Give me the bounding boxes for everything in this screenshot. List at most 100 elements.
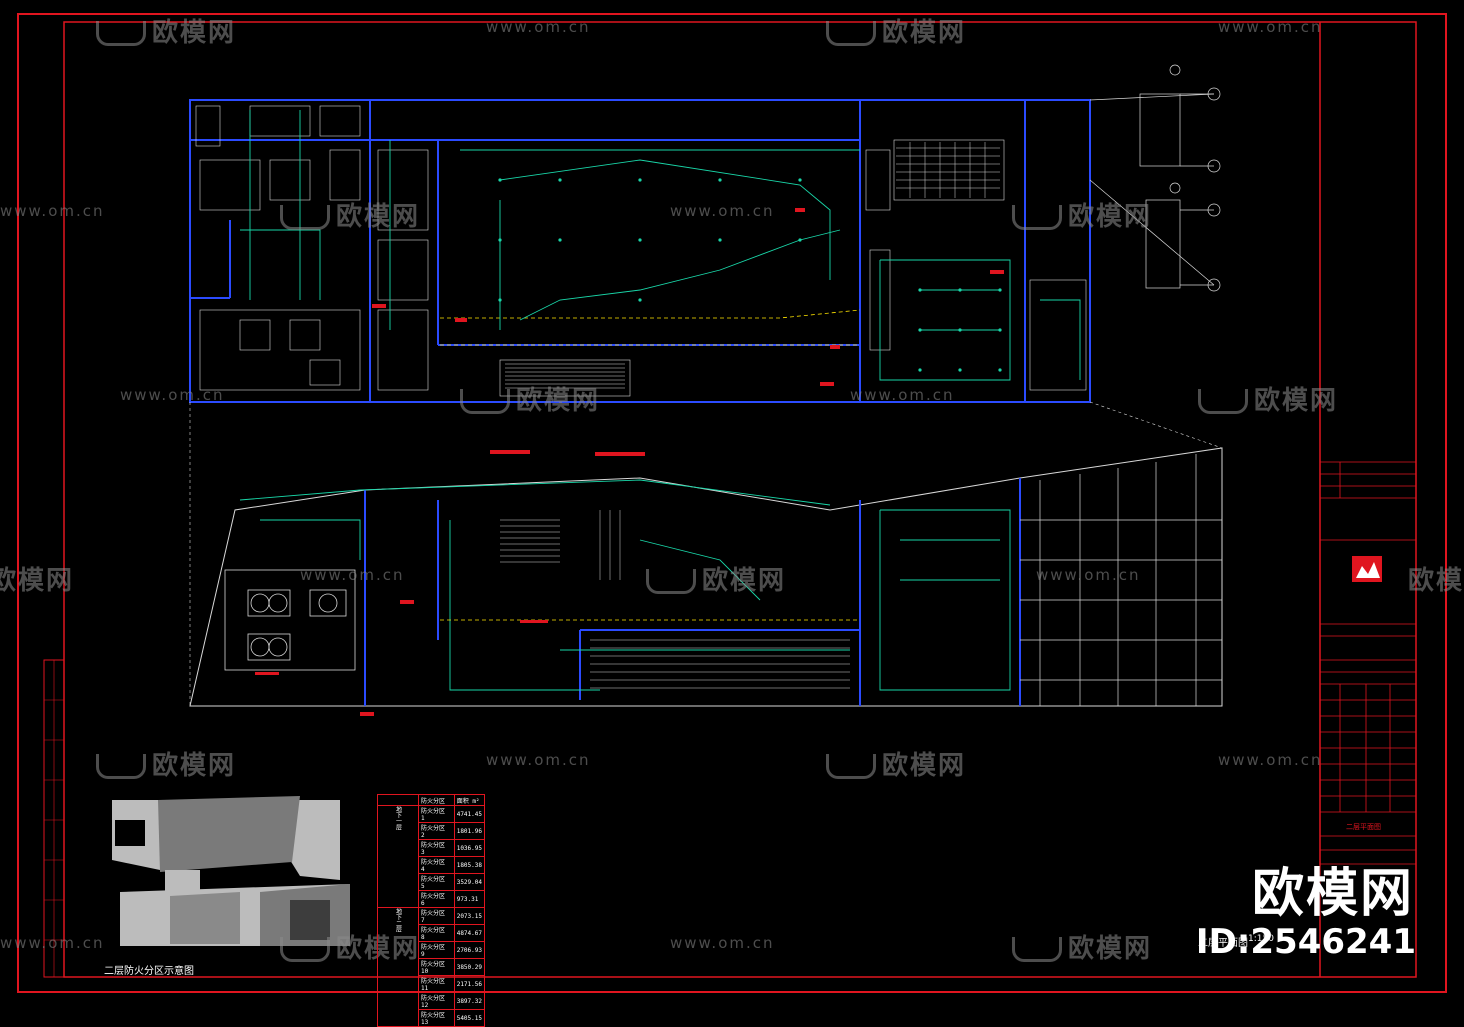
floor-plan-svg [17, 13, 1447, 993]
block-separation [189, 401, 1223, 706]
zone-area-cell: 2171.56 [453, 975, 486, 993]
zone-area-cell: 1801.96 [453, 822, 486, 840]
wiring-upper [240, 110, 1081, 381]
watermark-brand: 欧模网 [1408, 566, 1464, 596]
watermark-url: www.om.cn [120, 386, 225, 404]
watermark-brand: 欧模网 [1198, 380, 1338, 417]
zone-name-cell: 防火分区 2 [418, 822, 455, 840]
model-id: ID:2546241 [1195, 922, 1416, 962]
watermark-logo-icon [1012, 205, 1062, 230]
zone-name-cell: 防火分区 3 [418, 839, 455, 857]
watermark-logo-icon [826, 21, 876, 46]
zone-area-cell: 4874.67 [453, 924, 486, 942]
watermark-url: www.om.cn [486, 751, 591, 769]
zone-area-cell: 2073.15 [453, 907, 486, 925]
fixture-dots-upper [498, 178, 1002, 372]
equipment-fans [224, 569, 356, 671]
fire-zone-dashed-upper [440, 309, 861, 346]
table-corner-cell [377, 794, 419, 806]
plan-scale: 1:150 [1248, 934, 1274, 944]
zone-name-cell: 防火分区 6 [418, 890, 455, 908]
inner-border [63, 21, 1417, 978]
section-callouts [1089, 64, 1221, 292]
watermark-brand: 欧模网 [96, 745, 236, 782]
watermark-brand: 欧模网 [826, 12, 966, 49]
watermark-url: www.om.cn [1218, 751, 1323, 769]
watermark-logo-icon [280, 937, 330, 962]
watermark-logo-icon [96, 21, 146, 46]
zone-area-cell: 3529.04 [453, 873, 486, 891]
fire-zone-diagram [112, 796, 350, 946]
watermark-brand: 欧模网 [460, 380, 600, 417]
floor-group-cell: 地下一层 [377, 805, 419, 908]
red-tags-upper [372, 208, 1004, 386]
watermark-url: www.om.cn [300, 566, 405, 584]
zone-area-cell: 4741.45 [453, 805, 486, 823]
zone-name-cell: 防火分区 12 [418, 992, 455, 1010]
zone-name-cell: 防火分区 11 [418, 975, 455, 993]
diagram-caption: 二层防火分区示意图 [104, 966, 194, 977]
table-header-area: 面积 m² [453, 794, 486, 806]
watermark-brand: 欧模网 [96, 12, 236, 49]
watermark-url: www.om.cn [850, 386, 955, 404]
watermark-url: www.om.cn [0, 934, 105, 952]
watermark-url: www.om.cn [486, 18, 591, 36]
watermark-brand: 欧模网 [646, 560, 786, 597]
watermark-brand: 欧模网 [280, 196, 420, 233]
zone-area-cell: 1036.95 [453, 839, 486, 857]
lower-block-walls [189, 447, 1223, 707]
curtain-wall-grid [1020, 454, 1222, 706]
zone-name-cell: 防火分区 7 [418, 907, 455, 925]
red-tags-lower [255, 450, 645, 716]
brand-overlay: 欧模网 [1251, 864, 1414, 924]
watermark-url: www.om.cn [1036, 566, 1141, 584]
zone-area-cell: 3897.32 [453, 992, 486, 1010]
zone-name-cell: 防火分区 13 [418, 1009, 455, 1027]
table-header-row: 防火分区 面积 m² [377, 794, 486, 806]
watermark-logo-icon [280, 205, 330, 230]
watermark-brand: 欧模网 [0, 566, 75, 596]
watermark-brand: 欧模网 [826, 745, 966, 782]
watermark-brand: 欧模网 [1012, 928, 1152, 965]
zone-name-cell: 防火分区 9 [418, 941, 455, 959]
watermark-url: www.om.cn [670, 202, 775, 220]
revision-strip-lines [44, 660, 64, 977]
watermark-url: www.om.cn [1218, 18, 1323, 36]
cad-drawing-canvas: 欧模网 www.om.cn 欧模网 www.om.cn www.om.cn 欧模… [0, 12, 1464, 1027]
watermark-url: www.om.cn [670, 934, 775, 952]
company-logo-mark [1356, 562, 1380, 578]
outer-border [17, 13, 1447, 993]
floor-group-cell: 地下二层 [377, 907, 419, 1027]
zone-name-cell: 防火分区 5 [418, 873, 455, 891]
sheet-name: 二层平面图 [1346, 823, 1381, 831]
watermark-url: www.om.cn [0, 202, 105, 220]
watermark-brand: 欧模网 [1012, 196, 1152, 233]
watermark-logo-icon [460, 389, 510, 414]
lower-block-blue-walls [364, 478, 1021, 706]
upper-block-detail [195, 105, 1087, 397]
zone-area-cell: 2706.93 [453, 941, 486, 959]
lower-stairs [500, 510, 850, 689]
stair-hatching [505, 142, 1000, 389]
watermark-logo-icon [1198, 389, 1248, 414]
table-header-zone: 防火分区 [418, 794, 455, 806]
zone-area-cell: 3850.29 [453, 958, 486, 976]
wiring-lower [239, 479, 1011, 691]
watermark-logo-icon [826, 754, 876, 779]
watermark-logo-icon [1012, 937, 1062, 962]
zone-name-cell: 防火分区 1 [418, 805, 455, 823]
watermark-logo-icon [96, 754, 146, 779]
zone-area-cell: 973.31 [453, 890, 486, 908]
zone-name-cell: 防火分区 4 [418, 856, 455, 874]
watermark-logo-icon [646, 569, 696, 594]
